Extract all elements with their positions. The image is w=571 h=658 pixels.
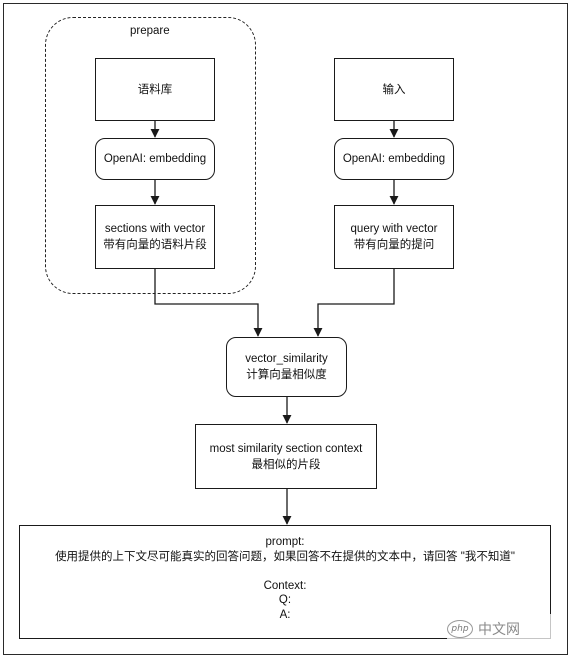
prompt-context-label: Context: <box>263 579 307 592</box>
prompt-a-label: A: <box>279 608 291 621</box>
context-node: most similarity section context 最相似的片段 <box>195 424 377 489</box>
similarity-label-en: vector_similarity <box>245 353 328 365</box>
sections-node: sections with vector 带有向量的语料片段 <box>95 205 215 269</box>
similarity-node: vector_similarity 计算向量相似度 <box>226 337 347 397</box>
input-label: 输入 <box>382 83 406 96</box>
php-logo-icon: php <box>447 620 473 638</box>
query-label-zh: 带有向量的提问 <box>353 239 435 251</box>
embedding-node-left: OpenAI: embedding <box>95 138 215 180</box>
sections-label-zh: 带有向量的语料片段 <box>103 239 207 251</box>
prepare-group <box>45 17 256 294</box>
query-node: query with vector 带有向量的提问 <box>334 205 454 269</box>
input-node: 输入 <box>334 58 454 121</box>
corpus-node: 语料库 <box>95 58 215 121</box>
similarity-label-zh: 计算向量相似度 <box>246 369 327 381</box>
embedding-label-left: OpenAI: embedding <box>103 153 207 165</box>
prompt-instruction: 使用提供的上下文尽可能真实的回答问题，如果回答不在提供的文本中，请回答 "我不知… <box>55 550 515 563</box>
context-label-en: most similarity section context <box>209 442 363 455</box>
embedding-node-right: OpenAI: embedding <box>334 138 454 180</box>
query-label-en: query with vector <box>350 223 438 235</box>
prompt-heading: prompt: <box>265 536 305 548</box>
watermark-text: 中文网 <box>478 621 520 637</box>
embedding-label-right: OpenAI: embedding <box>342 153 446 165</box>
sections-label-en: sections with vector <box>104 223 206 235</box>
site-watermark: php 中文网 <box>447 614 559 644</box>
diagram-frame <box>3 3 568 655</box>
prompt-q-label: Q: <box>278 594 292 606</box>
arrow-sections-to-similarity <box>154 269 263 337</box>
prompt-spacer <box>283 564 286 579</box>
context-label-zh: 最相似的片段 <box>251 458 321 471</box>
prepare-group-label: prepare <box>130 25 170 37</box>
corpus-label: 语料库 <box>137 83 173 96</box>
arrow-query-to-similarity <box>313 269 395 337</box>
